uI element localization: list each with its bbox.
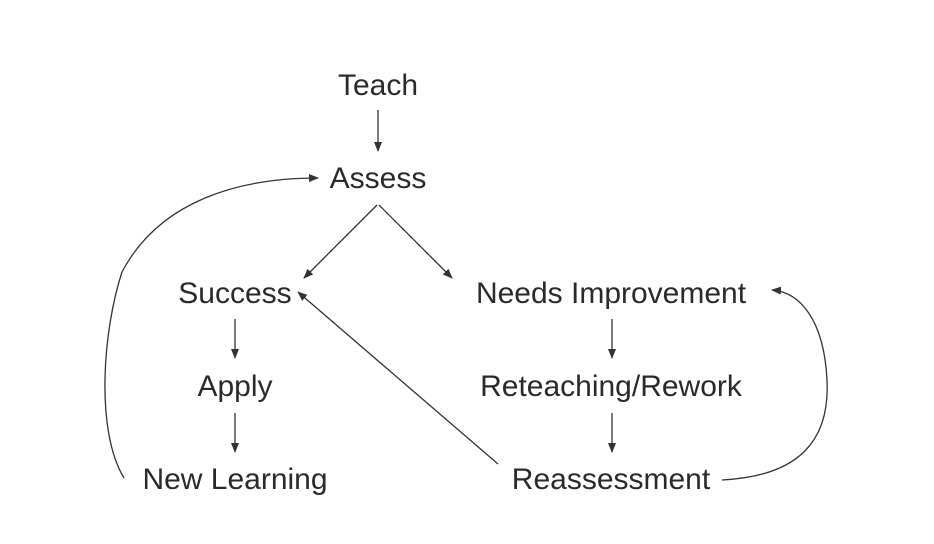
node-assess: Assess <box>330 162 427 195</box>
node-teach: Teach <box>338 69 418 102</box>
node-reassessment: Reassessment <box>512 463 711 496</box>
node-apply: Apply <box>197 370 272 403</box>
edge-assess-to-needs-improvement <box>378 204 453 279</box>
edge-new-learning-to-assess <box>104 174 319 479</box>
edge-assess-to-success <box>303 204 378 279</box>
node-success: Success <box>178 277 291 310</box>
node-reteaching: Reteaching/Rework <box>480 370 743 403</box>
node-needs-improvement: Needs Improvement <box>476 277 747 310</box>
edge-reassessment-to-needs-improvement <box>721 286 828 481</box>
node-new-learning: New Learning <box>142 463 327 496</box>
edge-reassessment-to-success <box>297 291 499 465</box>
